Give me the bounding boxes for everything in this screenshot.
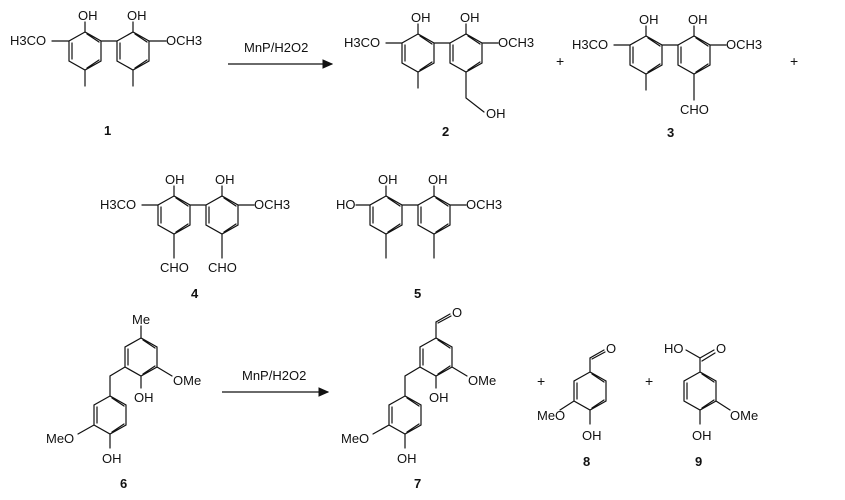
compound-9-ome: OMe [730,408,758,423]
reaction-arrow-1: MnP/H2O2 [228,40,334,69]
compound-5-ho: HO [336,197,356,212]
compound-9-bonds [683,349,731,425]
compound-6-meo-bottom: MeO [46,431,74,446]
compound-6-me: Me [132,312,150,327]
arrow-1-reagent: MnP/H2O2 [244,40,308,55]
compound-4-cho-left: CHO [160,260,189,275]
compound-3-number: 3 [667,125,674,140]
compound-1-ome-right: OCH3 [166,33,202,48]
compound-4-ome-right: OCH3 [254,197,290,212]
compound-1-number: 1 [104,123,111,138]
compound-4-number: 4 [191,286,199,301]
arrow-2-reagent: MnP/H2O2 [242,368,306,383]
compound-6-oh-bottom: OH [102,451,122,466]
compound-1: OH OH H3CO OCH3 1 [10,8,202,138]
compound-5-number: 5 [414,286,421,301]
compound-5-bonds [355,185,467,259]
compound-3: OH OH H3CO OCH3 CHO 3 [572,12,762,140]
compound-9-acid-ho: HO [664,341,684,356]
compound-1-ome-left: H3CO [10,33,46,48]
compound-9-oh: OH [692,428,712,443]
compound-9-acid-o: O [716,341,726,356]
compound-2-ome-left: H3CO [344,35,380,50]
compound-2-oh-right: OH [460,10,480,25]
compound-3-oh-left: OH [639,12,659,27]
compound-7-meo-bottom: MeO [341,431,369,446]
compound-8-meo: MeO [537,408,565,423]
compound-2-ome-right: OCH3 [498,35,534,50]
compound-8-o-ald: O [606,341,616,356]
plus-3: + [537,373,545,389]
compound-3-oh-right: OH [688,12,708,27]
compound-5: HO OH OH OCH3 5 [336,172,502,301]
plus-1: + [556,53,564,69]
compound-7-o-ald: O [452,305,462,320]
plus-2: + [790,53,798,69]
compound-2-oh-left: OH [411,10,431,25]
compound-5-oh-right: OH [428,172,448,187]
compound-4-oh-left: OH [165,172,185,187]
compound-4-oh-right: OH [215,172,235,187]
compound-1-bonds [51,21,167,87]
compound-7: O OMe OH MeO OH 7 [341,305,496,491]
compound-4: OH OH H3CO OCH3 CHO CHO 4 [100,172,290,301]
compound-5-ome-right: OCH3 [466,197,502,212]
compound-9: HO O OMe OH 9 [664,341,758,469]
compound-8-number: 8 [583,454,590,469]
compound-1-oh-left: OH [78,8,98,23]
compound-4-bonds [141,185,255,259]
compound-4-cho-right: CHO [208,260,237,275]
compound-5-oh-left: OH [378,172,398,187]
compound-6-oh-top: OH [134,390,154,405]
compound-6-number: 6 [120,476,127,491]
compound-6-ome-top: OMe [173,373,201,388]
compound-2-bonds [385,23,499,113]
compound-9-number: 9 [695,454,702,469]
compound-8: O MeO OH 8 [537,341,616,469]
compound-7-ome-top: OMe [468,373,496,388]
compound-6: Me OMe OH MeO OH 6 [46,312,201,491]
compound-3-cho: CHO [680,102,709,117]
compound-2: OH OH H3CO OCH3 OH 2 [344,10,534,139]
compound-3-bonds [613,25,727,101]
compound-3-ome-left: H3CO [572,37,608,52]
compound-7-bonds [372,313,468,449]
plus-4: + [645,373,653,389]
compound-6-bonds [77,325,173,449]
compound-4-ome-left: H3CO [100,197,136,212]
compound-7-number: 7 [414,476,421,491]
compound-7-oh-bottom: OH [397,451,417,466]
compound-2-ch2oh: OH [486,106,506,121]
compound-3-ome-right: OCH3 [726,37,762,52]
compound-8-oh: OH [582,428,602,443]
compound-2-number: 2 [442,124,449,139]
compound-8-bonds [559,349,607,425]
reaction-arrow-2: MnP/H2O2 [222,368,330,397]
compound-1-oh-right: OH [127,8,147,23]
compound-7-oh-top: OH [429,390,449,405]
